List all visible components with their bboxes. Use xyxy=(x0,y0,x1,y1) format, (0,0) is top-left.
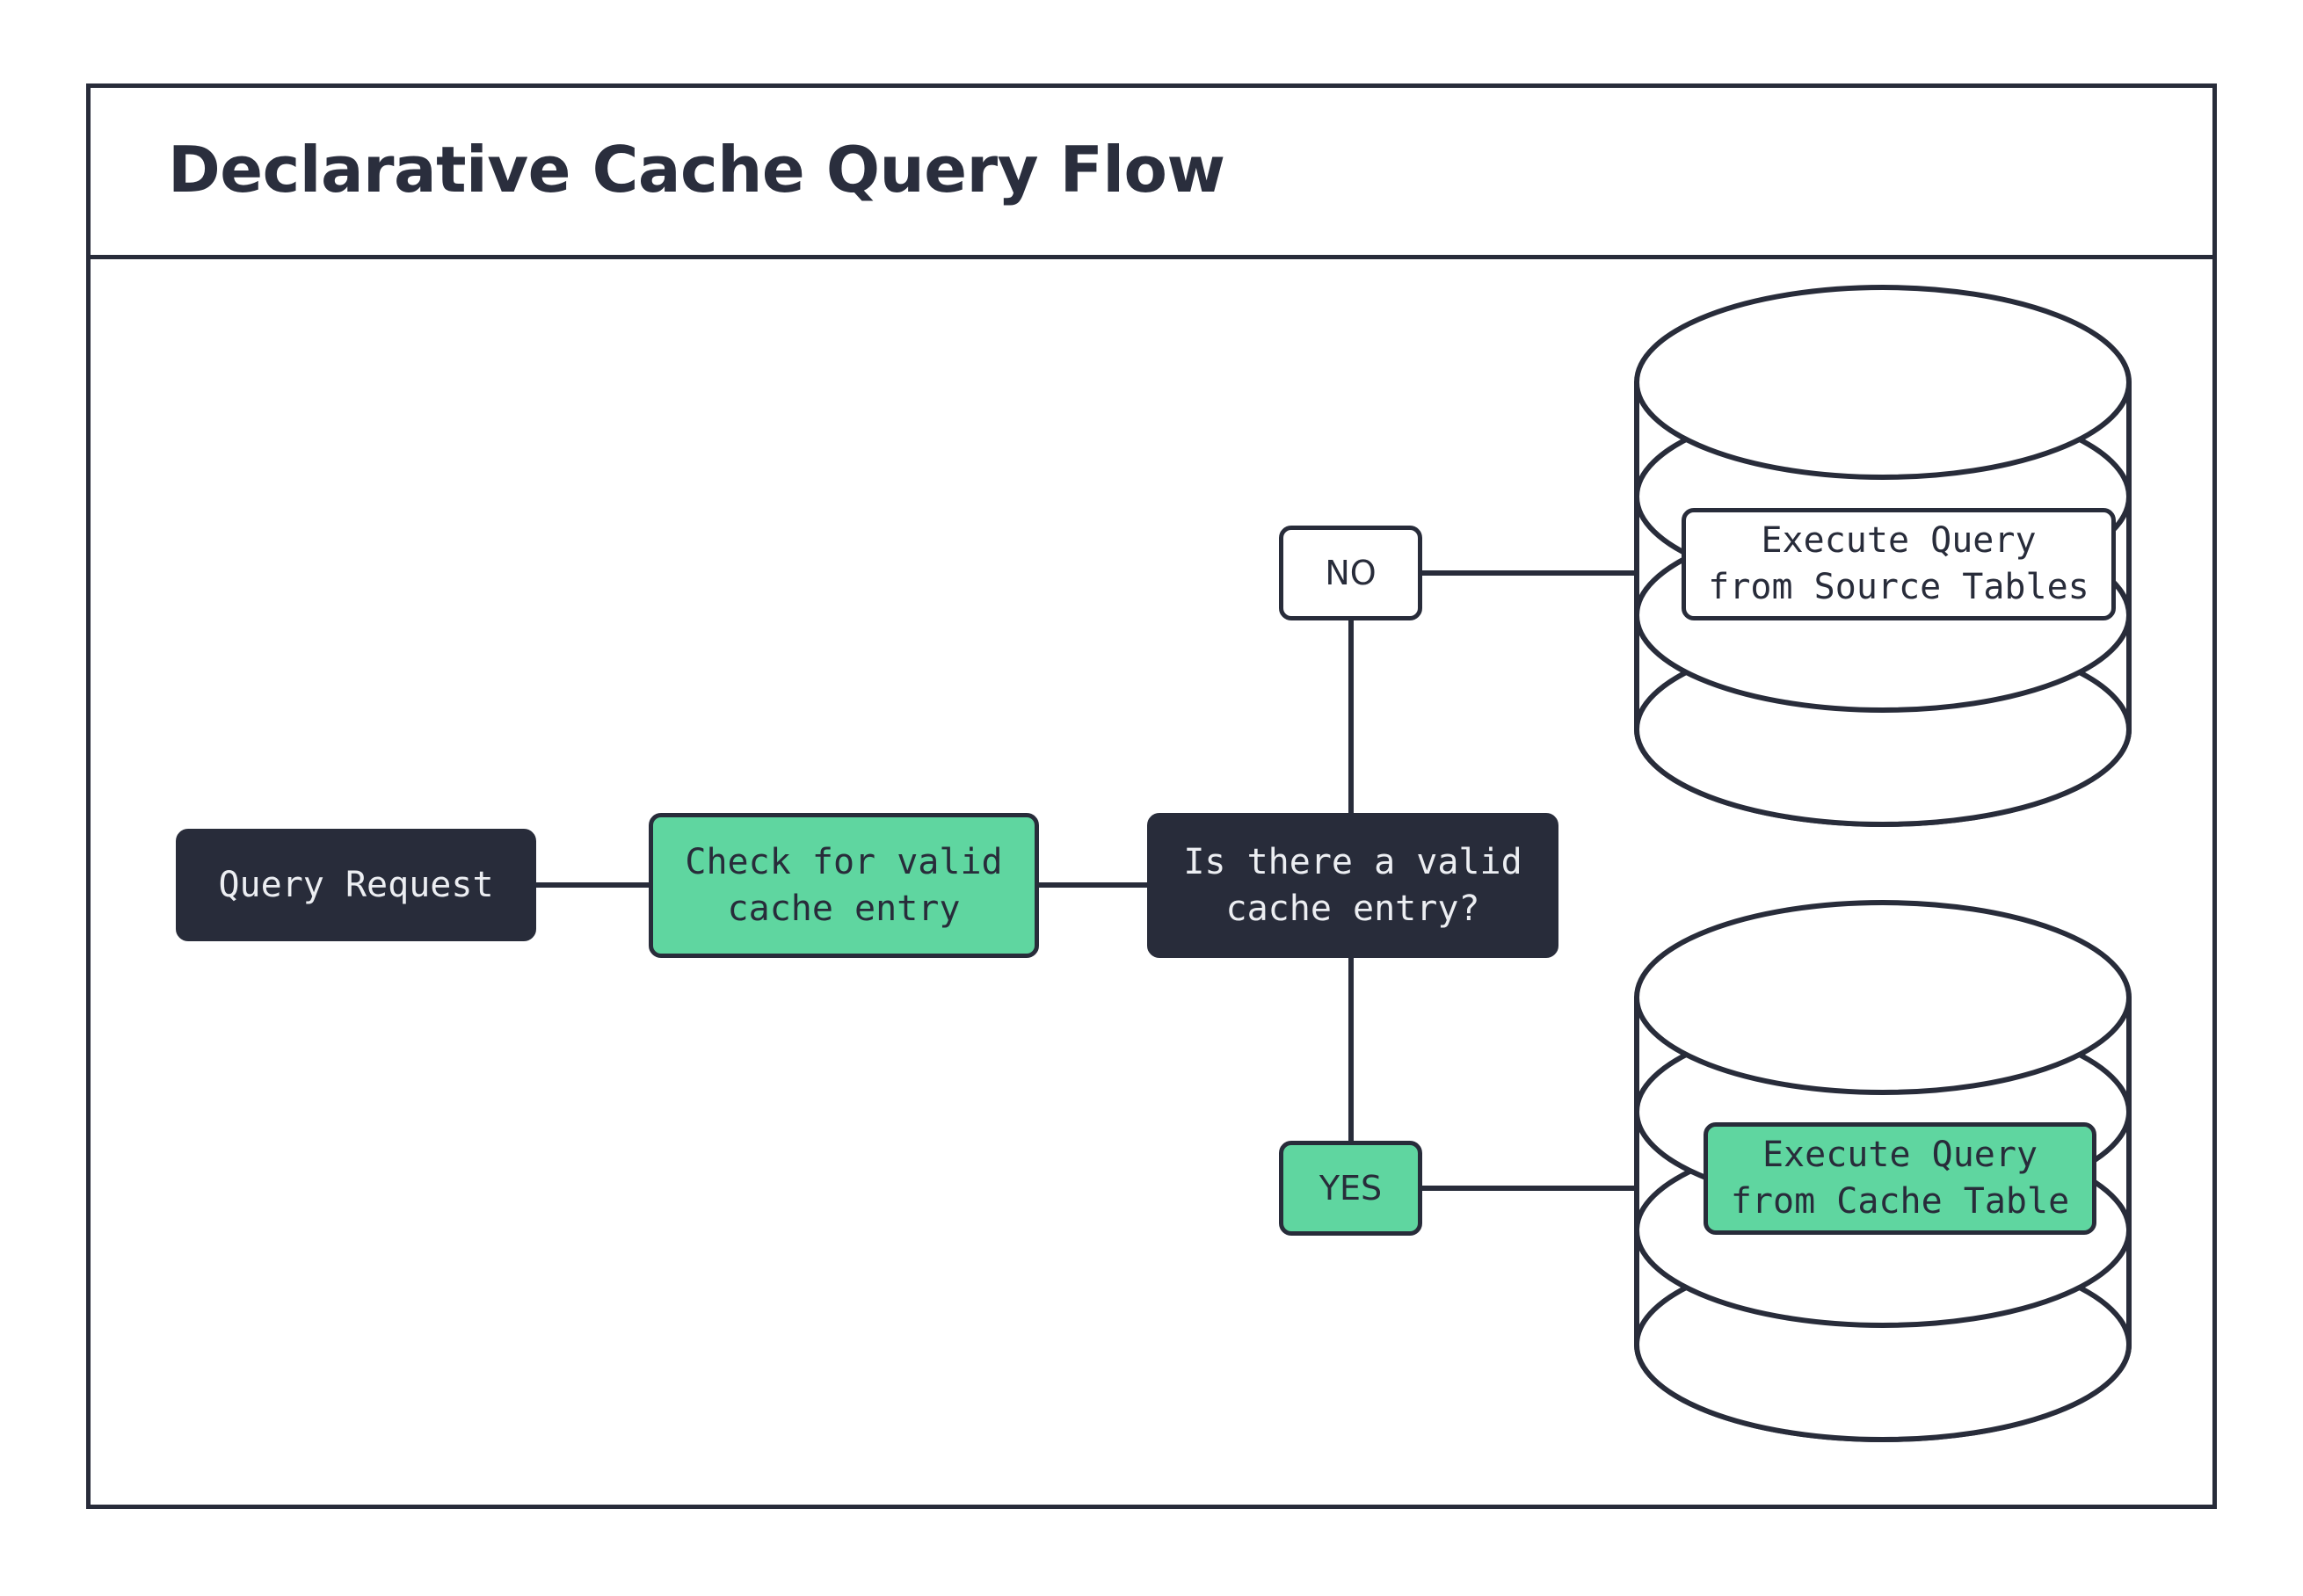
node-execute-query-from-cache-table[interactable]: Execute Query from Cache Table xyxy=(1704,1122,2096,1235)
diagram-header: Declarative Cache Query Flow xyxy=(86,83,2217,259)
node-query-request[interactable]: Query Request xyxy=(176,829,536,941)
node-execute-query-from-source-tables[interactable]: Execute Query from Source Tables xyxy=(1682,508,2116,620)
diagram-frame xyxy=(86,83,2217,1509)
page-title: Declarative Cache Query Flow xyxy=(168,132,1225,207)
edge-label-yes[interactable]: YES xyxy=(1279,1141,1422,1236)
node-is-there-a-valid-cache-entry[interactable]: Is there a valid cache entry? xyxy=(1147,813,1558,958)
node-check-for-valid-cache-entry[interactable]: Check for valid cache entry xyxy=(649,813,1039,958)
edge-label-no[interactable]: NO xyxy=(1279,526,1422,620)
